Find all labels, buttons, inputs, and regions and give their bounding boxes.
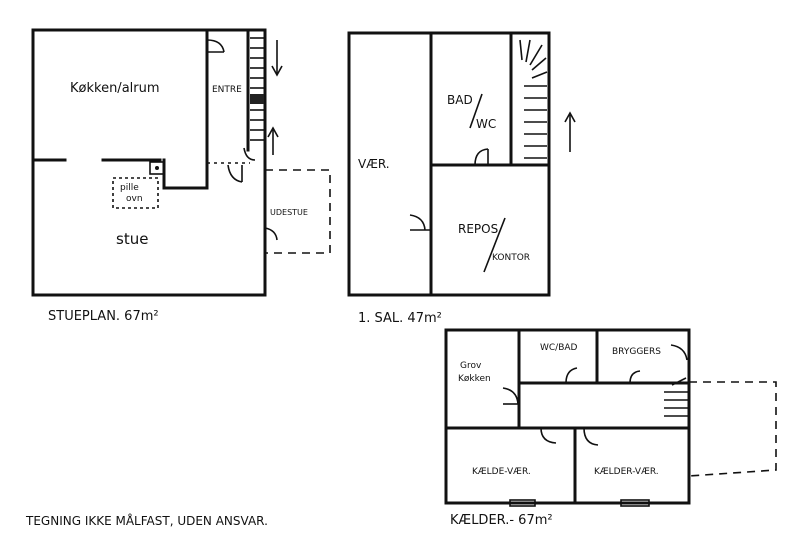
room-label-wc-bad: WC/BAD: [540, 343, 578, 353]
door-arc: [474, 148, 489, 166]
ground-floor-outline: [31, 28, 267, 297]
basement-outline: [444, 328, 691, 505]
room-label-utility: BRYGGERS: [612, 347, 661, 357]
stair-landing-block: [250, 94, 264, 104]
disclaimer-text: TEGNING IKKE MÅLFAST, UDEN ANSVAR.: [25, 513, 268, 528]
room-label-scullery-2: Køkken: [458, 374, 491, 384]
door-arc: [243, 147, 256, 161]
door-arc: [206, 39, 225, 53]
door-arc: [565, 367, 578, 384]
ground-floor-label: STUEPLAN. 67m²: [48, 309, 159, 324]
stove-outline: [112, 177, 159, 209]
room-label-annex: UDESTUE: [270, 208, 308, 217]
room-label-basement-room-1: KÆLDE-VÆR.: [472, 467, 531, 477]
window: [620, 499, 650, 507]
label-slash: [483, 217, 506, 273]
first-floor-label: 1. SAL. 47m²: [358, 311, 442, 326]
chimney-dot: [155, 166, 159, 170]
door-arc: [629, 370, 641, 384]
arrow-up-icon: [564, 111, 576, 152]
room-label-room: VÆR.: [358, 157, 390, 171]
arrow-down-icon: [271, 40, 283, 77]
room-label-basement-room-2: KÆLDER-VÆR.: [594, 467, 659, 477]
first-floor-plan: [347, 31, 576, 297]
room-label-entrance: ENTRE: [212, 85, 242, 95]
door-arc: [409, 214, 426, 231]
ground-floor-plan: [31, 28, 331, 297]
door-arc: [670, 344, 688, 361]
staircase-steps: [250, 37, 264, 141]
staircase-steps: [519, 39, 548, 159]
room-label-kitchen: Køkken/alrum: [70, 81, 160, 96]
door-arc: [227, 164, 243, 183]
room-label-stove-2: ovn: [126, 194, 143, 204]
window: [509, 499, 536, 507]
staircase-steps: [664, 377, 688, 417]
door-arc: [264, 227, 278, 241]
external-dashed-outline: [688, 381, 777, 477]
door-arc: [502, 387, 519, 405]
arrow-up-icon: [267, 126, 279, 155]
basement-plan: [444, 328, 777, 507]
door-arc: [540, 427, 557, 444]
room-label-bath-2: WC: [476, 117, 496, 131]
room-label-bath-1: BAD: [447, 93, 473, 107]
room-label-landing-1: REPOS: [458, 222, 498, 236]
label-slash: [469, 93, 483, 129]
door-arc: [583, 427, 599, 446]
room-label-stove-1: pille: [120, 183, 139, 193]
basement-label: KÆLDER.- 67m²: [450, 513, 553, 528]
room-label-scullery-1: Grov: [460, 361, 482, 371]
annex-outline: [265, 169, 331, 254]
room-label-landing-2: KONTOR: [492, 253, 530, 263]
room-label-living: stue: [116, 230, 148, 248]
